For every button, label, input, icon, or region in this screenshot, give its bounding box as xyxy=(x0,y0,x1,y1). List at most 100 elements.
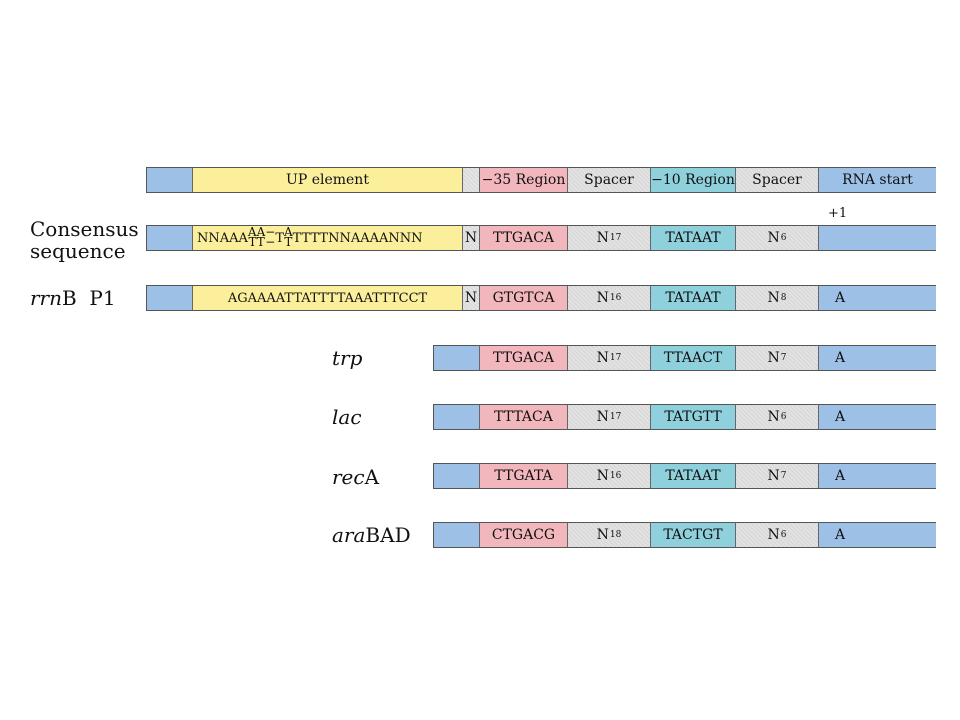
consensus-row: NNAAA AA TT − − T A T TTTTNNAAAANNN N TT… xyxy=(146,225,936,251)
promoter-label-italic: ara xyxy=(332,523,366,547)
consensus-minus10: TATAAT xyxy=(650,225,736,251)
promoter-minus35: CTGACG xyxy=(479,522,568,548)
promoter-spacer-2-n: N xyxy=(767,350,780,366)
promoter-label-rest: BAD xyxy=(365,523,411,547)
header-left-flank xyxy=(146,167,192,193)
consensus-up-variant-2-top: A xyxy=(284,225,293,239)
consensus-up-dash-1-glyph: − xyxy=(265,225,276,239)
promoter-label-reca: recA xyxy=(332,466,379,488)
consensus-rna-start xyxy=(818,225,936,251)
promoter-spacer-2-sub: 7 xyxy=(780,471,787,481)
rrnb-spacer-1-n: N xyxy=(596,290,609,306)
consensus-n: N xyxy=(463,225,479,251)
rrnb-left-flank xyxy=(146,285,192,311)
rrnb-spacer-2-n: N xyxy=(767,290,780,306)
consensus-spacer-1-n: N xyxy=(596,230,609,246)
promoter-spacer-2-n: N xyxy=(767,468,780,484)
consensus-spacer-1-sub: 17 xyxy=(609,233,622,243)
rrnb-rna-start: A xyxy=(818,285,936,311)
rrnb-label: rrnB P1 xyxy=(30,287,116,309)
promoter-spacer-2-sub: 6 xyxy=(780,530,787,540)
promoter-minus10: TTAACT xyxy=(650,345,736,371)
header-rna-start: RNA start xyxy=(818,167,936,193)
promoter-spacer-1-n: N xyxy=(596,468,609,484)
promoter-left-flank xyxy=(433,345,479,371)
rrnb-label-rest: B P1 xyxy=(62,286,116,310)
rrnb-n: N xyxy=(463,285,479,311)
promoter-spacer-2-sub: 7 xyxy=(780,353,787,363)
consensus-up-dash-1-glyph-b: − xyxy=(265,235,276,249)
consensus-up-variant-2-bottom: T xyxy=(284,235,293,249)
consensus-spacer-2-sub: 6 xyxy=(780,233,787,243)
promoter-minus10: TACTGT xyxy=(650,522,736,548)
consensus-label-line1: Consensus xyxy=(30,217,139,241)
promoter-rna-start: A xyxy=(818,404,936,430)
promoter-minus10: TATGTT xyxy=(650,404,736,430)
rrnb-minus35: GTGTCA xyxy=(479,285,568,311)
consensus-up-suffix: TTTTNNAAAANNN xyxy=(292,230,423,246)
promoter-minus35: TTGACA xyxy=(479,345,568,371)
consensus-left-flank xyxy=(146,225,192,251)
rrnb-label-italic: rrn xyxy=(30,286,63,310)
rrnb-spacer-2-sub: 8 xyxy=(780,293,787,303)
header-minus10-region: −10 Region xyxy=(650,167,736,193)
promoter-spacer-2-n: N xyxy=(767,409,780,425)
header-up-element: UP element xyxy=(192,167,463,193)
promoter-spacer-1-sub: 18 xyxy=(609,530,622,540)
consensus-up-variant-1-top: AA xyxy=(247,225,266,239)
promoter-spacer-2-sub: 6 xyxy=(780,412,787,422)
promoter-spacer-1-sub: 17 xyxy=(609,353,622,363)
rrnb-minus10: TATAAT xyxy=(650,285,736,311)
plus-one-marker: +1 xyxy=(828,206,848,221)
promoter-label-trp: trp xyxy=(332,347,362,369)
promoter-label-lac: lac xyxy=(332,406,362,428)
promoter-rna-start: A xyxy=(818,345,936,371)
consensus-up-variant-1-bottom: TT xyxy=(248,235,265,249)
promoter-rna-start: A xyxy=(818,463,936,489)
header-spacer-2: Spacer xyxy=(736,167,818,193)
promoter-left-flank xyxy=(433,463,479,489)
consensus-up-t: T xyxy=(275,230,284,246)
rrnb-up-element: AGAAAATTATTTTAAATTTCCT xyxy=(192,285,463,311)
promoter-minus35: TTGATA xyxy=(479,463,568,489)
promoter-spacer-1-sub: 17 xyxy=(609,412,622,422)
promoter-spacer-1-n: N xyxy=(596,527,609,543)
promoter-label-italic: trp xyxy=(332,346,363,370)
consensus-label-line2: sequence xyxy=(30,239,126,263)
promoter-minus35: TTTACA xyxy=(479,404,568,430)
promoter-label-italic: rec xyxy=(332,465,365,489)
consensus-spacer-2-n: N xyxy=(767,230,780,246)
header-spacer-1: Spacer xyxy=(568,167,650,193)
promoter-label-rest: A xyxy=(364,465,380,489)
promoter-rna-start: A xyxy=(818,522,936,548)
promoter-spacer-1-n: N xyxy=(596,350,609,366)
consensus-up-element: NNAAA AA TT − − T A T TTTTNNAAAANNN xyxy=(192,225,463,251)
header-gap xyxy=(463,167,479,193)
promoter-spacer-1-sub: 16 xyxy=(609,471,622,481)
consensus-up-dash-1: − − xyxy=(265,225,276,249)
rrnb-spacer-1-sub: 16 xyxy=(609,293,622,303)
consensus-label: Consensus sequence xyxy=(30,218,139,262)
header-row: UP element −35 Region Spacer −10 Region … xyxy=(146,167,936,193)
consensus-up-variant-2: A T xyxy=(284,225,293,249)
promoter-spacer-1-n: N xyxy=(596,409,609,425)
promoter-left-flank xyxy=(433,522,479,548)
promoter-minus10: TATAAT xyxy=(650,463,736,489)
header-minus35-region: −35 Region xyxy=(479,167,568,193)
